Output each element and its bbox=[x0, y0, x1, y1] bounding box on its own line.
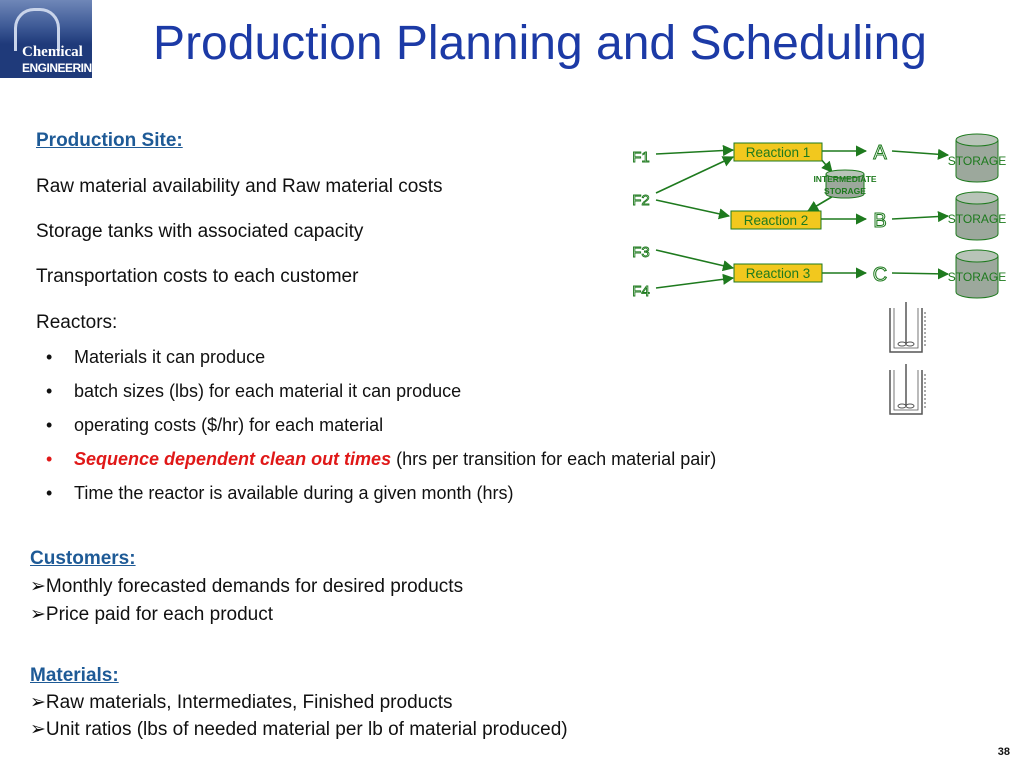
storage-label: STORAGE bbox=[948, 212, 1006, 226]
arrow-intermediate-reaction2 bbox=[807, 194, 836, 212]
arrow-f2-reaction2 bbox=[655, 199, 731, 220]
customers-heading: Customers: bbox=[30, 548, 136, 569]
production-site-line: Transportation costs to each customer bbox=[36, 266, 359, 287]
reactor-vessel-icon bbox=[889, 364, 926, 415]
arrow-f1-reaction1 bbox=[655, 144, 735, 157]
storage-tank bbox=[955, 249, 999, 299]
reaction-label: Reaction 3 bbox=[746, 266, 811, 281]
reaction-label: Reaction 2 bbox=[744, 213, 809, 228]
feed-label: F3 bbox=[632, 244, 650, 261]
bullet-dot: • bbox=[46, 449, 53, 469]
intermediate-storage-label: STORAGE bbox=[824, 186, 866, 196]
page-title: Production Planning and Scheduling bbox=[153, 17, 927, 70]
reaction-box bbox=[730, 210, 822, 230]
bullet-dot: • bbox=[46, 415, 53, 435]
customers-item-text: Price paid for each product bbox=[45, 604, 273, 625]
reactor-bullet: • operating costs ($/hr) for each materia… bbox=[46, 415, 383, 436]
reactor-bullet: • Materials it can produce bbox=[46, 347, 265, 368]
arrow-f2-reaction1 bbox=[655, 156, 735, 194]
arrow-f3-reaction3 bbox=[655, 249, 735, 272]
intermediate-storage-tank bbox=[825, 169, 865, 199]
intermediate-storage-label: INTERMEDIATE bbox=[813, 174, 876, 184]
reaction-box bbox=[733, 263, 823, 283]
reactor-bullet-text: operating costs ($/hr) for each material bbox=[74, 415, 384, 435]
reactor-bullet-highlight: • Sequence dependent clean out times (hrs… bbox=[46, 449, 716, 470]
arrow-bullet-icon: ➢ bbox=[30, 719, 46, 740]
clean-out-times-emphasis: Sequence dependent clean out times bbox=[74, 449, 392, 469]
bullet-dot: • bbox=[46, 483, 53, 503]
reactor-bullet: • Time the reactor is available during a … bbox=[46, 483, 514, 504]
reaction-box bbox=[733, 142, 823, 162]
logo-text-engineering: ENGINEERING bbox=[22, 61, 92, 75]
storage-tank bbox=[955, 133, 999, 183]
materials-item-text: Unit ratios (lbs of needed material per … bbox=[45, 719, 568, 740]
reactor-vessel-icon bbox=[889, 302, 926, 353]
feed-label: F2 bbox=[632, 192, 650, 209]
arrow-bullet-icon: ➢ bbox=[30, 576, 46, 597]
reactor-bullet-text: batch sizes (lbs) for each material it c… bbox=[74, 381, 462, 401]
reaction-label: Reaction 1 bbox=[746, 145, 811, 160]
logo-arch-shape bbox=[14, 8, 60, 51]
arrow-c-storage bbox=[891, 268, 950, 280]
storage-label: STORAGE bbox=[948, 270, 1006, 284]
reactors-label: Reactors: bbox=[36, 312, 118, 333]
materials-item: ➢Unit ratios (lbs of needed material per… bbox=[30, 718, 568, 741]
materials-heading: Materials: bbox=[30, 665, 119, 686]
materials-item-text: Raw materials, Intermediates, Finished p… bbox=[45, 692, 453, 713]
customers-item: ➢Price paid for each product bbox=[30, 603, 273, 626]
page-number: 38 bbox=[997, 746, 1010, 758]
arrow-a-storage bbox=[891, 148, 950, 160]
arrow-f4-reaction3 bbox=[655, 273, 735, 289]
customers-item-text: Monthly forecasted demands for desired p… bbox=[45, 576, 464, 597]
reactor-bullet: • batch sizes (lbs) for each material it … bbox=[46, 381, 461, 402]
clean-out-times-rest: (hrs per transition for each material pa… bbox=[391, 449, 717, 469]
logo-text-chemical: Chemical bbox=[22, 44, 83, 60]
product-label: A bbox=[873, 142, 887, 164]
chemical-engineering-logo: Chemical ENGINEERING bbox=[0, 0, 92, 78]
production-site-heading: Production Site: bbox=[36, 130, 183, 151]
product-label: B bbox=[873, 210, 886, 232]
arrow-bullet-icon: ➢ bbox=[30, 692, 46, 713]
production-site-line: Raw material availability and Raw materi… bbox=[36, 176, 443, 197]
materials-item: ➢Raw materials, Intermediates, Finished … bbox=[30, 691, 452, 714]
storage-label: STORAGE bbox=[948, 154, 1006, 168]
reactor-bullet-text: Time the reactor is available during a g… bbox=[74, 483, 514, 503]
bullet-dot: • bbox=[46, 381, 53, 401]
feed-label: F1 bbox=[632, 149, 650, 166]
bullet-dot: • bbox=[46, 347, 53, 367]
arrow-b-storage bbox=[891, 210, 950, 223]
reactor-bullet-text: Materials it can produce bbox=[74, 347, 266, 367]
feed-label: F4 bbox=[632, 283, 650, 300]
product-label: C bbox=[873, 264, 887, 286]
arrow-bullet-icon: ➢ bbox=[30, 604, 46, 625]
production-site-line: Storage tanks with associated capacity bbox=[36, 221, 364, 242]
storage-tank bbox=[955, 191, 999, 241]
customers-item: ➢Monthly forecasted demands for desired … bbox=[30, 575, 463, 598]
